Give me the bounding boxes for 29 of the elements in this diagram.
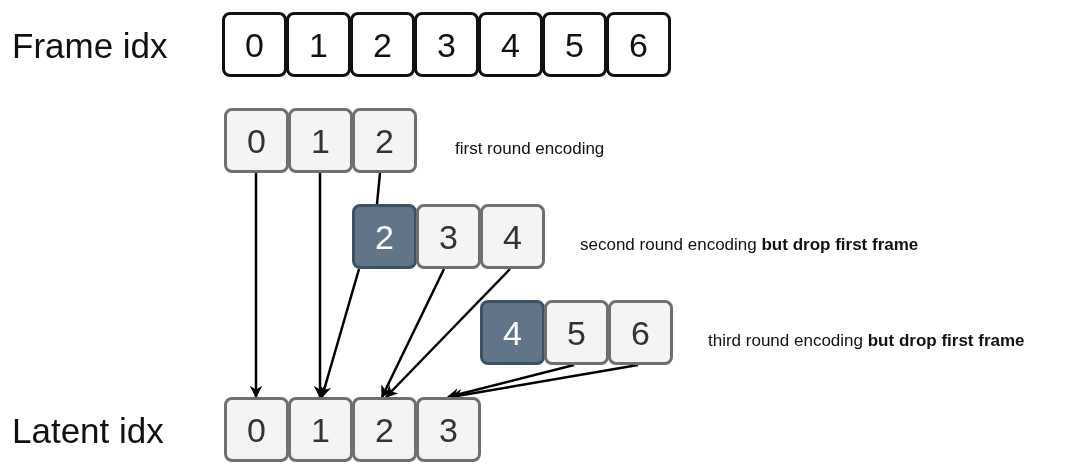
arrow	[319, 268, 361, 399]
arrow	[249, 173, 263, 399]
index-box: 2	[352, 397, 417, 462]
frame-index-box: 4	[478, 12, 543, 77]
round-label: first round encoding	[455, 139, 605, 159]
frame-index-box: 0	[222, 12, 287, 77]
index-box: 6	[608, 300, 673, 365]
index-box: 1	[288, 108, 353, 173]
dropped-frame-box: 4	[480, 300, 545, 365]
index-box: 5	[544, 300, 609, 365]
index-box: 2	[352, 108, 417, 173]
round-label: second round encoding but drop first frame	[580, 235, 919, 255]
round-label: third round encoding but drop first frame	[708, 331, 1025, 351]
dropped-frame-box: 2	[352, 204, 417, 269]
arrow	[385, 268, 511, 398]
frame-index-box: 6	[606, 12, 671, 77]
row-label: Frame idx	[12, 26, 168, 66]
frame-index-box: 5	[542, 12, 607, 77]
frame-index-box: 3	[414, 12, 479, 77]
index-box: 1	[288, 397, 353, 462]
index-box: 0	[224, 108, 289, 173]
index-box: 3	[416, 204, 481, 269]
index-box: 3	[416, 397, 481, 462]
arrow	[380, 268, 446, 399]
index-box: 4	[480, 204, 545, 269]
index-box: 0	[224, 397, 289, 462]
row-label: Latent idx	[12, 411, 164, 451]
frame-index-box: 1	[286, 12, 351, 77]
frame-index-box: 2	[350, 12, 415, 77]
